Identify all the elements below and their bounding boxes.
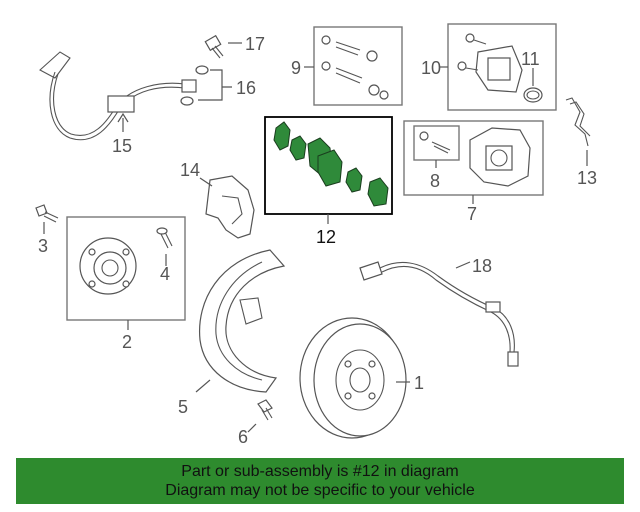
part-8-bleeder	[419, 131, 451, 154]
callout-15: 15	[112, 136, 132, 156]
part-15-wire-harness[interactable]	[39, 51, 197, 141]
callout-12: 12	[316, 227, 336, 247]
callout-6: 6	[238, 427, 248, 447]
part-9-guide-pins	[321, 35, 389, 100]
callout-11: 11	[521, 49, 540, 69]
part-5-dust-shield[interactable]	[195, 249, 286, 393]
callout-16: 16	[236, 78, 256, 98]
part-3-stud[interactable]	[35, 204, 59, 234]
info-banner: Part or sub-assembly is #12 in diagram D…	[16, 458, 624, 504]
part-4-wheel-stud[interactable]	[156, 227, 173, 266]
part-11-o-ring[interactable]	[523, 68, 543, 103]
part-7-caliper	[469, 127, 531, 187]
part-12-brake-pads	[273, 121, 389, 207]
box-8-bleeder[interactable]	[413, 125, 460, 161]
callout-3: 3	[38, 236, 48, 256]
callout-13: 13	[577, 168, 597, 188]
part-6-bolt[interactable]	[247, 399, 273, 433]
part-1-rotor[interactable]	[299, 317, 410, 439]
callout-7: 7	[467, 204, 477, 224]
callout-9: 9	[291, 58, 301, 78]
banner-line-1: Part or sub-assembly is #12 in diagram	[181, 463, 459, 480]
callout-17: 17	[245, 34, 265, 54]
part-2-hub	[79, 237, 137, 295]
part-17-bolt[interactable]	[204, 34, 242, 59]
part-14-bracket[interactable]	[199, 175, 255, 239]
part-10-motor	[457, 33, 523, 93]
callout-8: 8	[430, 171, 440, 191]
callout-18: 18	[472, 256, 492, 276]
part-18-abs-sensor[interactable]	[359, 261, 519, 367]
part-16-fittings[interactable]	[180, 65, 232, 106]
callout-5: 5	[178, 397, 188, 417]
callout-4: 4	[160, 264, 170, 284]
banner-line-2: Diagram may not be specific to your vehi…	[165, 482, 475, 499]
callout-14: 14	[180, 160, 200, 180]
callout-2: 2	[122, 332, 132, 352]
callout-1: 1	[414, 373, 424, 393]
part-13-clip[interactable]	[565, 97, 591, 166]
callout-10: 10	[421, 58, 441, 78]
